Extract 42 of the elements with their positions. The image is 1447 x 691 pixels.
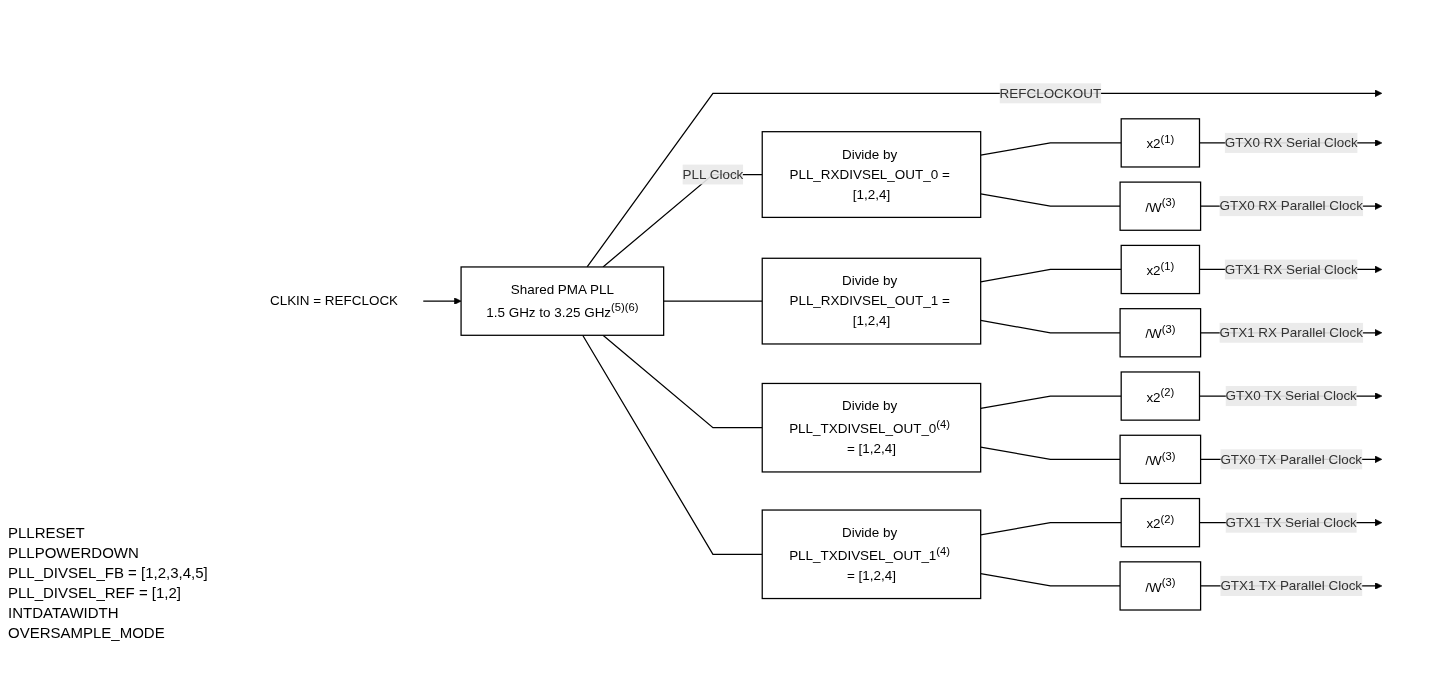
connector (980, 268, 1122, 283)
parameter-label: PLL_DIVSEL_REF = [1,2] (8, 583, 182, 603)
connector (582, 334, 763, 556)
edge-label: PLL Clock (682, 167, 744, 182)
connector (663, 300, 763, 302)
node-box: Divide by PLL_RXDIVSEL_OUT_1 = [1,2,4] (761, 257, 982, 345)
node-box: x2$^{(2)}$ (1120, 498, 1201, 548)
edge-label: GTX0 TX Serial Clock (1225, 388, 1357, 403)
node-box: /W$^{(3)}$ (1119, 308, 1202, 358)
node-box: /W$^{(3)}$ (1119, 181, 1202, 232)
edge-label: GTX0 TX Parallel Clock (1220, 451, 1363, 467)
connector (602, 334, 763, 429)
parameter-label: PLL_DIVSEL_FB = [1,2,3,4,5] (8, 563, 209, 583)
node-box: x2$^{(1)}$ (1120, 244, 1201, 295)
edge-label: GTX1 RX Parallel Clock (1219, 325, 1363, 340)
parameter-label: PLLPOWERDOWN (8, 543, 140, 563)
node-box: Divide by PLL_RXDIVSEL_OUT_0 = [1,2,4] (761, 131, 982, 219)
connector (980, 446, 1121, 461)
connector (980, 193, 1121, 207)
connector (980, 142, 1122, 156)
parameter-label: OVERSAMPLE_MODE (8, 623, 166, 643)
connector (980, 319, 1121, 334)
node-box: Divide by PLL_TXDIVSEL_OUT_0$^{(4)}$ = [1,2,4] (761, 382, 982, 473)
edge-label: GTX0 RX Serial Clock (1224, 135, 1358, 150)
connector (980, 395, 1122, 410)
node-box: /W$^{(3)}$ (1119, 561, 1202, 611)
node-box: x2$^{(2)}$ (1120, 371, 1201, 421)
edge-label: GTX1 TX Parallel Clock (1220, 578, 1363, 593)
arrow (422, 297, 462, 305)
node-box: x2$^{(1)}$ (1120, 118, 1201, 168)
node-text: CLKIN = REFCLOCK (269, 293, 399, 308)
connector (980, 522, 1122, 536)
edge-label: GTX1 RX Serial Clock (1224, 262, 1358, 277)
parameter-label: PLLRESET (8, 523, 86, 543)
node-box: /W$^{(3)}$ (1119, 434, 1202, 485)
parameter-label: INTDATAWIDTH (8, 603, 120, 623)
edge-label: REFCLOCKOUT (999, 85, 1102, 101)
connector (980, 573, 1121, 587)
node-box: Divide by PLL_TXDIVSEL_OUT_1$^{(4)}$ = [1,2,4] (761, 509, 982, 600)
edge-label: GTX0 RX Parallel Clock (1219, 198, 1363, 214)
node-box: Shared PMA PLL 1.5 GHz to 3.25 GHz$^{(5)(6)}$ (460, 266, 665, 337)
edge-label: GTX1 TX Serial Clock (1225, 515, 1357, 530)
